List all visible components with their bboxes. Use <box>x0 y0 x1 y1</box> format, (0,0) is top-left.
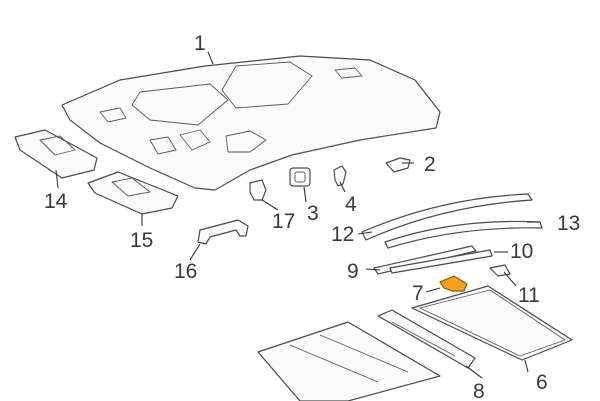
callout-8: 8 <box>473 380 485 401</box>
callout-2: 2 <box>424 153 436 176</box>
callout-14: 14 <box>44 190 68 213</box>
sun-visor-left-part <box>14 129 98 179</box>
callout-16: 16 <box>174 260 197 283</box>
callout-11: 11 <box>518 284 540 307</box>
callout-13: 13 <box>557 212 580 235</box>
highlighted-bracket-part <box>439 275 468 292</box>
callout-9: 9 <box>347 260 359 283</box>
square-cover-part <box>289 167 311 187</box>
sunshade-panel-part <box>411 285 573 361</box>
callout-labels: 1 2 3 4 6 7 8 9 10 11 12 13 14 15 16 17 <box>44 32 580 401</box>
inner-trim-part <box>389 249 493 274</box>
sun-visor-right-part <box>87 171 179 215</box>
headliner-part <box>61 55 441 191</box>
callout-6: 6 <box>536 371 548 394</box>
grab-handle-part <box>197 219 249 245</box>
callout-17: 17 <box>272 210 295 233</box>
rear-panel-part <box>257 321 441 401</box>
callout-10: 10 <box>510 240 533 263</box>
push-pin-part <box>333 165 347 187</box>
leader-lines <box>55 51 540 379</box>
small-bracket-part <box>385 157 411 173</box>
sunshade-guide-part <box>377 309 476 369</box>
small-clip-part <box>489 264 511 277</box>
clip-part <box>249 179 267 201</box>
callout-12: 12 <box>331 223 354 246</box>
callout-15: 15 <box>130 229 153 252</box>
callout-3: 3 <box>307 202 319 225</box>
callout-4: 4 <box>345 193 357 216</box>
roof-rail-outer-part <box>361 193 533 241</box>
roof-molding-part <box>384 220 543 249</box>
callout-7: 7 <box>412 282 424 305</box>
callout-1: 1 <box>194 32 206 55</box>
